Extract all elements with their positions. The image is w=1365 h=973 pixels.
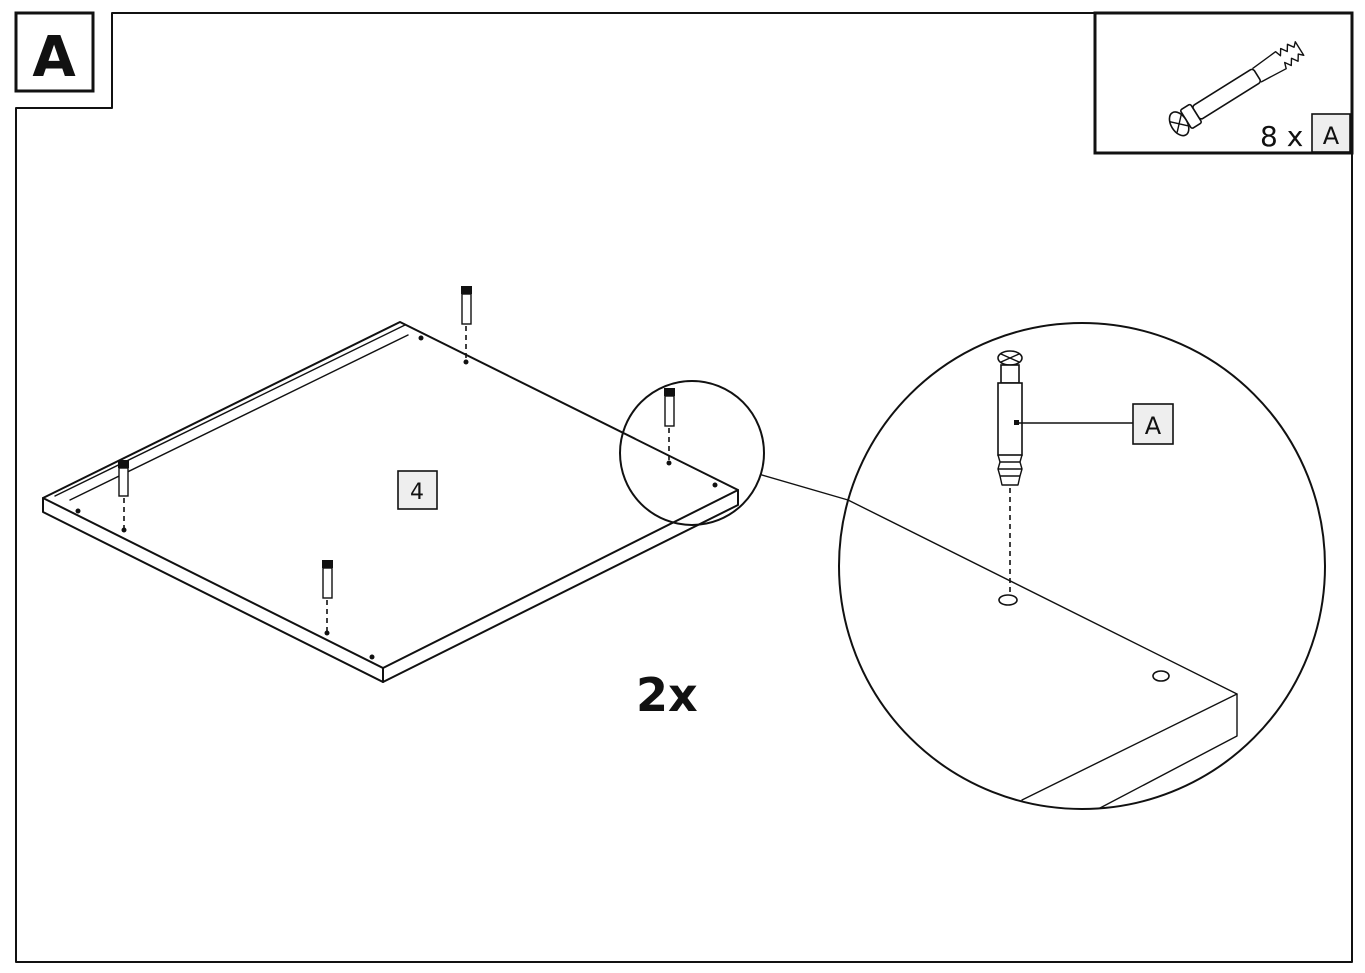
step-badge: A [14,11,95,93]
detail-connector [761,474,849,501]
panel-label: 4 [410,480,424,505]
panel-4 [42,321,739,683]
parts-count: 8 x [1260,120,1303,153]
panel-bolts [118,286,675,631]
detail-source-circle [619,380,765,526]
cam-bolt-icon [118,460,129,528]
cam-bolt-icon [1168,41,1305,137]
cam-bolt-icon [664,388,675,461]
detail-view: A [838,322,1326,810]
instruction-frame [15,12,1353,963]
cam-bolt-icon [322,560,333,631]
detail-callout-label: A [1145,412,1162,440]
quantity-multiplier: 2x [636,668,698,722]
parts-label: A [1323,122,1340,150]
cam-bolt-icon [461,286,472,360]
step-letter: A [32,25,76,90]
parts-box: 8 x A [1093,11,1354,155]
cam-bolt-icon [997,350,1023,486]
